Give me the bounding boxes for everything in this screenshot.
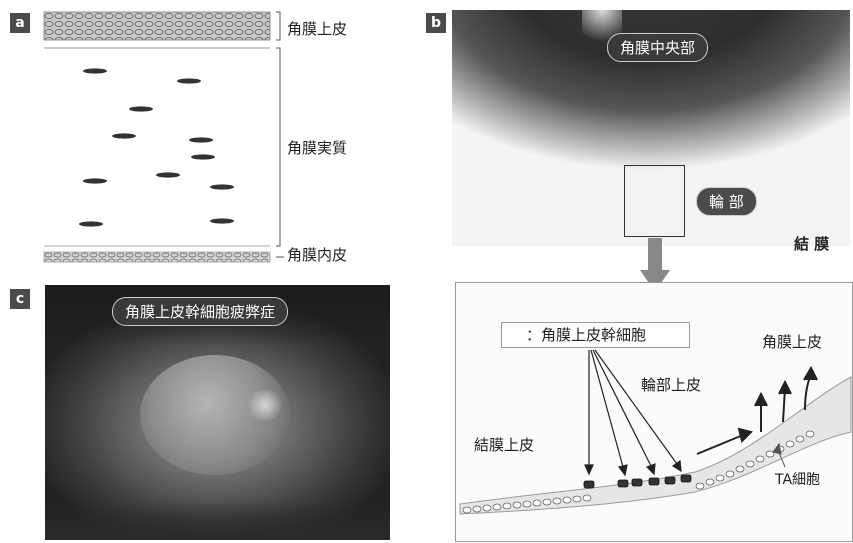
corneal-epithelium-label: 角膜上皮 (762, 331, 822, 352)
ta-cell-label: TA細胞 (775, 469, 820, 489)
cornea-center-label: 角膜中央部 (607, 33, 708, 62)
stroma-label: 角膜実質 (287, 137, 347, 158)
epithelium-layer (44, 12, 270, 40)
epithelium-label: 角膜上皮 (287, 18, 347, 39)
limbus-label: 輪 部 (696, 187, 757, 216)
limbus-roi-box (624, 165, 685, 237)
corneal-layers-diagram (44, 12, 284, 268)
stroma-keratocytes (79, 68, 234, 226)
panel-c-tag: c (10, 289, 30, 309)
conjunctiva-label: 結 膜 (794, 233, 829, 254)
panel-a-tag: a (10, 13, 30, 33)
endothelium-label: 角膜内皮 (287, 244, 347, 265)
stem-cell-pointers (585, 350, 681, 475)
conjunctival-epithelium-label: 結膜上皮 (474, 434, 534, 455)
stem-cell-schematic (455, 282, 851, 540)
stem-cell-legend-text: ：角膜上皮幹細胞 (526, 324, 646, 345)
endothelium-layer (44, 252, 270, 262)
eye-photo-caption: 角膜上皮幹細胞疲弊症 (112, 297, 288, 326)
panel-b-tag: b (426, 13, 446, 33)
limbal-epithelium-label: 輪部上皮 (641, 374, 701, 395)
